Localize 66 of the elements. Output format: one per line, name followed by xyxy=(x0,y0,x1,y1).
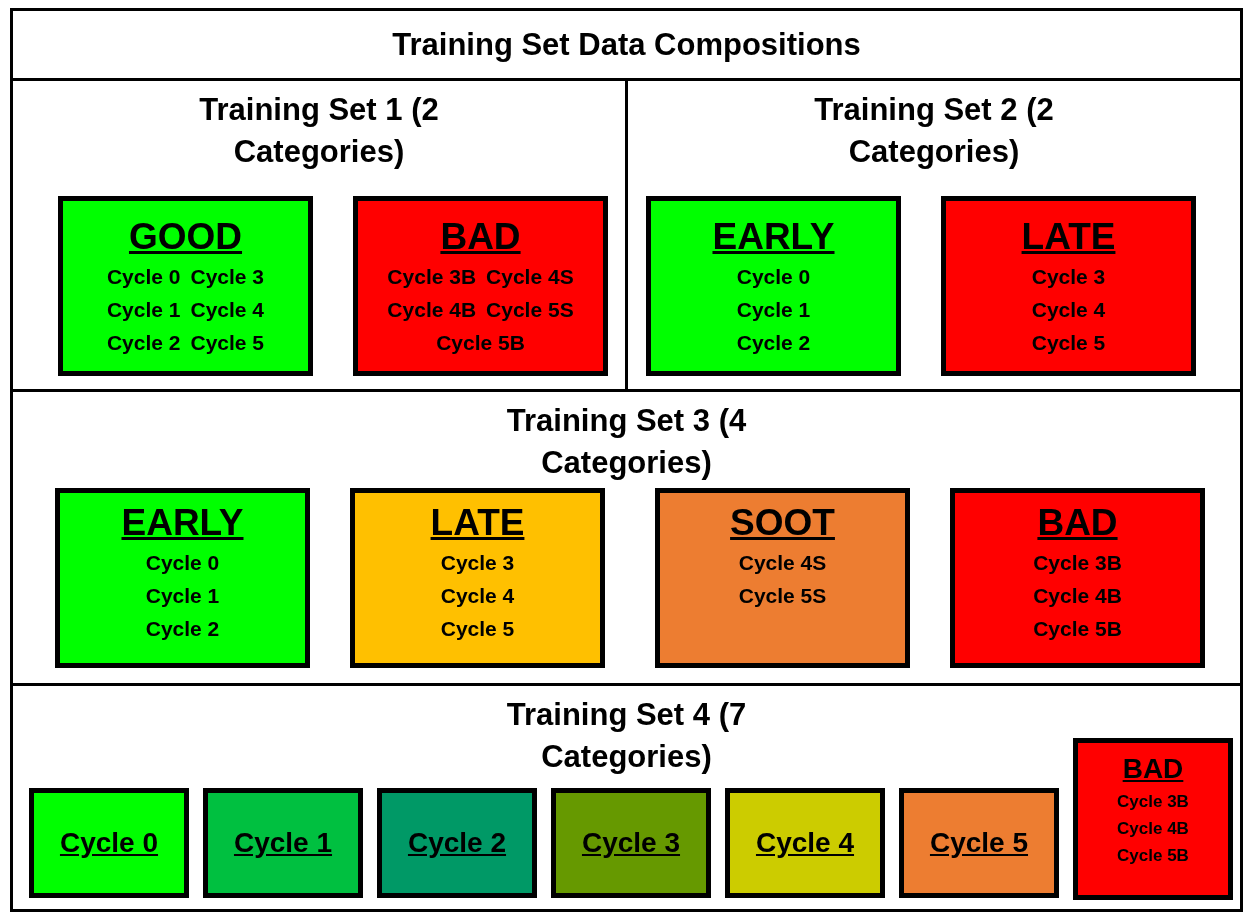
category-box xyxy=(941,196,1196,376)
category-box xyxy=(551,788,711,898)
category-box xyxy=(655,488,910,668)
cycle-label: Cycle 4B xyxy=(1033,583,1122,609)
cycle-label: Cycle 5 xyxy=(440,616,515,642)
panel-heading: Training Set 3 (4 Categories) xyxy=(505,402,748,482)
cycle-label: Cycle 0 xyxy=(736,263,811,290)
cycle-label: Cycle 4S xyxy=(738,550,827,576)
category-box xyxy=(377,788,537,898)
cycle-label: Cycle 1 xyxy=(106,296,181,323)
cycle-label: Cycle 4 xyxy=(1031,296,1106,323)
category-heading: EARLY xyxy=(121,501,244,545)
category-heading: Cycle 2 xyxy=(407,826,507,860)
cycle-label: Cycle 3 xyxy=(440,550,515,576)
cycle-label: Cycle 5 xyxy=(190,329,265,356)
cycle-label: Cycle 1 xyxy=(145,583,220,609)
category-heading: Cycle 3 xyxy=(581,826,681,860)
diagram-title: Training Set Data Compositions xyxy=(392,26,861,63)
cycle-label: Cycle 4B xyxy=(1117,818,1189,840)
category-heading: LATE xyxy=(1021,214,1116,259)
cycle-label: Cycle 5B xyxy=(1117,845,1189,867)
category-heading: Cycle 5 xyxy=(929,826,1029,860)
cycle-label: Cycle 2 xyxy=(106,329,181,356)
category-box xyxy=(950,488,1205,668)
cycle-label: Cycle 0 xyxy=(145,550,220,576)
category-box xyxy=(899,788,1059,898)
category-box xyxy=(58,196,313,376)
cycle-label: Cycle 5S xyxy=(486,296,574,323)
category-box xyxy=(350,488,605,668)
cycle-label: Cycle 2 xyxy=(736,329,811,356)
category-heading: SOOT xyxy=(730,501,835,545)
cycle-label: Cycle 5S xyxy=(738,583,827,609)
cycle-label: Cycle 3 xyxy=(1031,263,1106,290)
category-heading: BAD xyxy=(1037,501,1118,545)
cycle-label: Cycle 2 xyxy=(145,616,220,642)
panel-heading: Training Set 2 (2 Categories) xyxy=(813,91,1055,171)
category-heading: GOOD xyxy=(128,214,243,259)
cycle-label: Cycle 3B xyxy=(1033,550,1122,576)
cycle-label: Cycle 0 xyxy=(106,263,181,290)
category-heading: Cycle 1 xyxy=(233,826,333,860)
cycle-label: Cycle 5 xyxy=(1031,329,1106,356)
category-heading: Cycle 0 xyxy=(59,826,159,860)
category-box xyxy=(1073,738,1233,900)
cycle-label: Cycle 5B xyxy=(435,329,526,356)
category-box xyxy=(203,788,363,898)
category-heading: Cycle 4 xyxy=(755,826,855,860)
category-box xyxy=(29,788,189,898)
cycle-label: Cycle 4 xyxy=(190,296,265,323)
category-box xyxy=(55,488,310,668)
cycle-label: Cycle 4 xyxy=(440,583,515,609)
category-box xyxy=(725,788,885,898)
panel-heading: Training Set 1 (2 Categories) xyxy=(198,91,440,171)
category-heading: LATE xyxy=(430,501,525,545)
panel-heading: Training Set 4 (7 Categories) xyxy=(505,696,748,776)
cycle-label: Cycle 3B xyxy=(387,263,477,290)
category-heading: BAD xyxy=(1122,752,1184,786)
category-box xyxy=(646,196,901,376)
cycle-label: Cycle 3B xyxy=(1117,791,1189,813)
cycle-label: Cycle 1 xyxy=(736,296,811,323)
cycle-label: Cycle 5B xyxy=(1033,616,1122,642)
category-heading: EARLY xyxy=(712,214,835,259)
cycle-label: Cycle 4S xyxy=(486,263,574,290)
cycle-label: Cycle 4B xyxy=(387,296,477,323)
category-heading: BAD xyxy=(440,214,521,259)
cycle-label: Cycle 3 xyxy=(190,263,265,290)
category-box xyxy=(353,196,608,376)
